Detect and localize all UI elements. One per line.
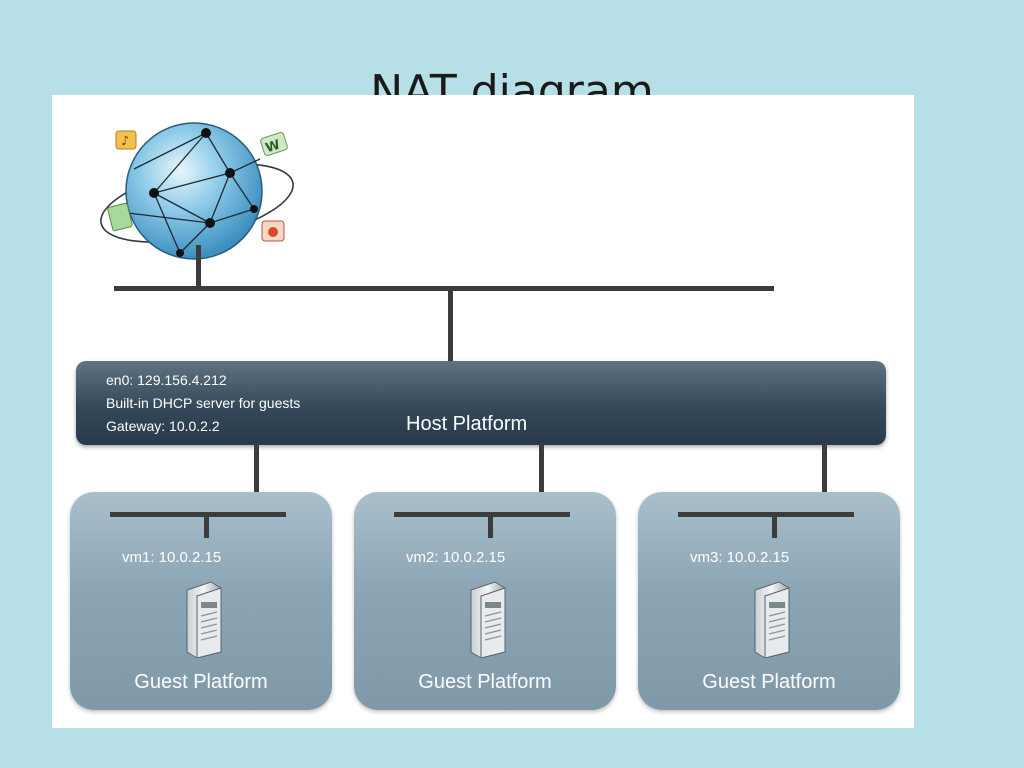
guest-switch-line — [678, 512, 854, 517]
host-details: en0: 129.156.4.212 Built-in DHCP server … — [106, 369, 300, 438]
host-interface: en0: 129.156.4.212 — [106, 372, 227, 388]
guest-switch-line — [110, 512, 286, 517]
guest-switch-line — [394, 512, 570, 517]
guest-platform-label: Guest Platform — [702, 671, 836, 693]
guest3-link-line — [822, 443, 827, 515]
server-tower-icon — [186, 581, 222, 658]
guest-drop-line — [204, 512, 209, 538]
svg-text:W: W — [264, 138, 282, 157]
vm-address: vm1: 10.0.2.15 — [122, 549, 222, 566]
guest-platform-1: vm1: 10.0.2.15 Guest Platform — [70, 492, 332, 710]
host-platform: en0: 129.156.4.212 Built-in DHCP server … — [76, 361, 886, 445]
globe-uplink-line — [196, 245, 201, 287]
svg-text:♪: ♪ — [121, 134, 129, 149]
globe-network-icon: ♪ W — [100, 122, 294, 260]
server-tower-icon — [754, 581, 790, 658]
server-tower-icon — [470, 581, 506, 658]
guest-drop-line — [488, 512, 493, 538]
host-platform-label: Host Platform — [406, 413, 528, 435]
guest1-link-line — [254, 443, 259, 515]
guest-platform-3: vm3: 10.0.2.15 Guest Platform — [638, 492, 900, 710]
guest-drop-line — [772, 512, 777, 538]
guest-platform-2: vm2: 10.0.2.15 Guest Platform — [354, 492, 616, 710]
internet-backbone-line — [114, 286, 774, 291]
host-dhcp: Built-in DHCP server for guests — [106, 395, 301, 411]
guest-platform-label: Guest Platform — [134, 671, 268, 693]
nat-diagram: ♪ W en0: 129.156.4.212 Built-in DHCP ser… — [52, 95, 914, 728]
vm-address: vm2: 10.0.2.15 — [406, 549, 506, 566]
vm-address: vm3: 10.0.2.15 — [690, 549, 790, 566]
host-uplink-line — [448, 290, 453, 362]
host-gateway: Gateway: 10.0.2.2 — [106, 418, 220, 434]
guest2-link-line — [539, 443, 544, 515]
guest-platform-label: Guest Platform — [418, 671, 552, 693]
